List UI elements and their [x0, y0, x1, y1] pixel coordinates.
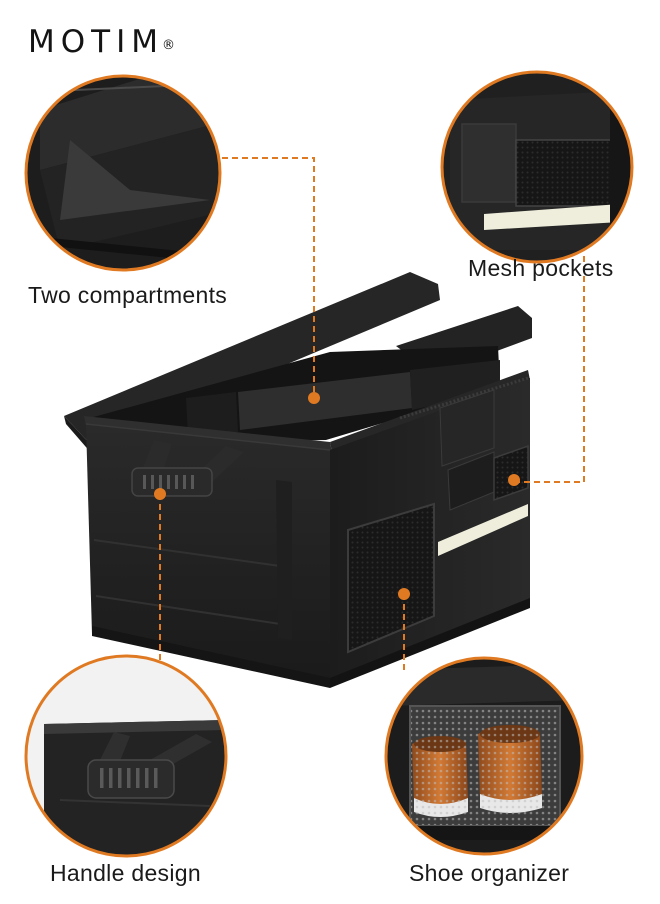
caption-handle-design: Handle design: [50, 860, 201, 886]
caption-two-compartments: Two compartments: [28, 282, 228, 308]
callout-dots: [154, 392, 520, 600]
callout-two-compartments: [24, 74, 222, 272]
leader-two-compartments: [222, 157, 315, 398]
registered-mark: ®: [161, 38, 175, 53]
leader-mesh-pockets: [514, 256, 585, 483]
brand-logo: MOTIM®: [28, 22, 175, 62]
callout-mesh-pockets: [440, 70, 634, 264]
organizer-box: [64, 272, 532, 688]
box-handle: [131, 440, 244, 497]
caption-shoe-organizer: Shoe organizer: [409, 860, 570, 886]
callout-handle-design: [24, 654, 228, 858]
callout-lines: [159, 157, 585, 672]
brand-name: MOTIM: [28, 24, 164, 60]
caption-mesh-pockets: Mesh pockets: [468, 255, 614, 281]
callout-shoe-organizer: [384, 656, 584, 856]
